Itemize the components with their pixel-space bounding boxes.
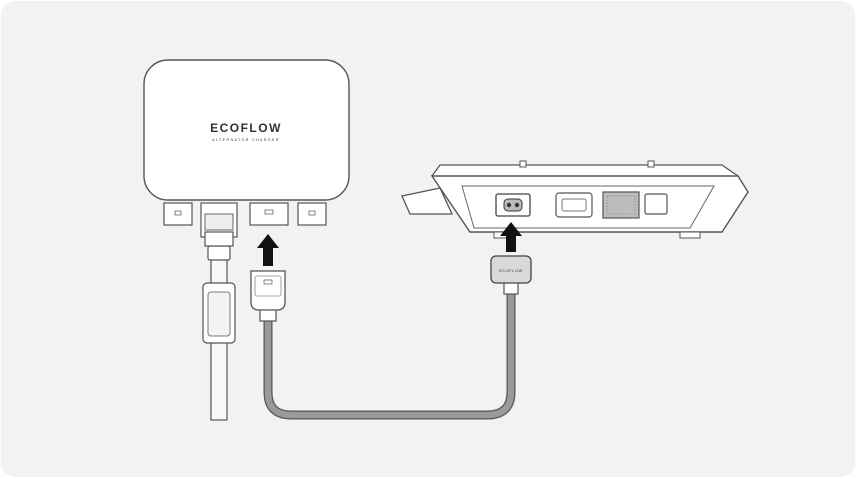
charger-brand-logo: ECOFLOW [210,121,282,135]
power-station [402,161,748,238]
alternator-input-cable [203,246,235,420]
charger-subtitle: ALTERNATOR CHARGER [212,138,280,142]
port-4 [298,203,326,225]
station-plug-label: ECOFLOW [499,268,523,273]
arrow-up-icon [257,234,279,266]
alternator-charger: ECOFLOW ALTERNATOR CHARGER [144,60,349,246]
port-1 [164,203,192,225]
charger-cable-plug [251,271,285,310]
connection-cable: ECOFLOW [251,256,531,415]
